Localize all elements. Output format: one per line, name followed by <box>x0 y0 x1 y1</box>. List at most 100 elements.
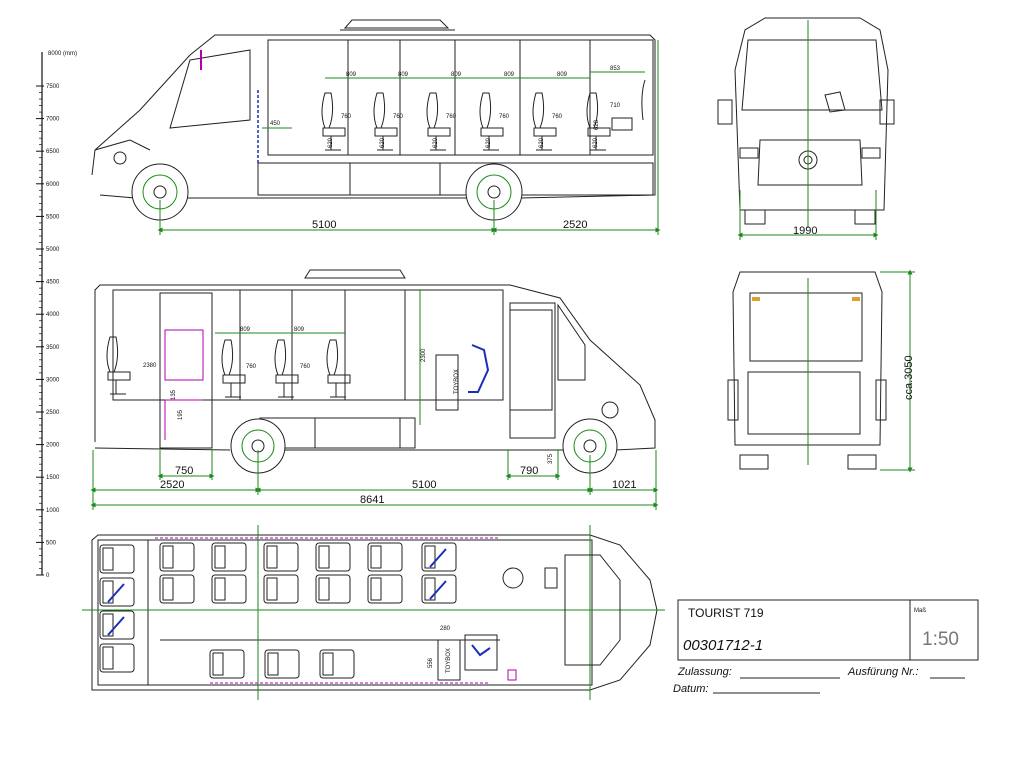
dim-450: 450 <box>270 121 281 127</box>
plan-seat <box>264 649 300 679</box>
tb-date-label: Datum: <box>673 683 708 695</box>
scale-tick-label: 3500 <box>46 345 60 351</box>
seat-base <box>107 371 131 395</box>
seat <box>106 336 119 373</box>
dim-2300: 2300 <box>421 348 427 362</box>
seat-base <box>533 127 557 151</box>
seat <box>221 339 234 376</box>
tb-model: TOURIST 719 <box>688 606 764 620</box>
dim-195: 195 <box>178 409 184 420</box>
plan-seat <box>315 574 351 604</box>
scale-tick-label: 2500 <box>46 410 60 416</box>
dim-556: 556 <box>428 657 434 668</box>
dim-375: 375 <box>548 453 554 464</box>
seat-depth-label: 760 <box>393 114 404 120</box>
scale-tick-label: 7500 <box>46 84 60 90</box>
scale-tick-label: 1500 <box>46 475 60 481</box>
dim-5100-bottom: 5100 <box>412 479 436 491</box>
dim-8641: 8641 <box>360 494 384 506</box>
wheel-front <box>131 163 189 221</box>
seat-rear-back <box>641 79 646 121</box>
dim-1021: 1021 <box>612 479 636 491</box>
seat-base <box>222 374 246 398</box>
dim-628: 628 <box>594 119 600 130</box>
plan-seat <box>99 577 135 607</box>
seat-depth-label: 760 <box>246 364 257 370</box>
plan-seat-back <box>318 545 330 569</box>
seat-belt-icon <box>107 616 125 636</box>
scale-tick-label: 4000 <box>46 312 60 318</box>
dim-750: 750 <box>175 465 193 477</box>
scale-tick-label: 0 <box>46 573 50 579</box>
scale-tick-label: 7000 <box>46 117 60 123</box>
seat-pitch-label: 809 <box>557 72 568 78</box>
seat-rear <box>611 117 633 131</box>
seat-base <box>374 127 398 151</box>
dim-135: 135 <box>171 389 177 400</box>
front-view <box>717 17 895 240</box>
dim-2520-bottom: 2520 <box>160 479 184 491</box>
plan-view <box>82 525 665 700</box>
seat-pitch-label: 809 <box>346 72 357 78</box>
seat-base <box>275 374 299 398</box>
dim-2380: 2380 <box>143 363 157 369</box>
seat-base <box>480 127 504 151</box>
dim-853: 853 <box>610 66 621 72</box>
dims-side-left: 2520 5100 1021 8641 750 790 2300 2380 13… <box>90 327 659 510</box>
dim-5100-top: 5100 <box>312 219 336 231</box>
scale-tick-label: 5500 <box>46 214 60 220</box>
dim-2520-top: 2520 <box>563 219 587 231</box>
plan-unit-label: TOYBOX <box>446 648 452 673</box>
scale-tick-label: 4500 <box>46 280 60 286</box>
plan-seat-back <box>102 613 114 637</box>
plan-seat <box>319 649 355 679</box>
scale-tick-label: 2000 <box>46 443 60 449</box>
seat-belt-icon <box>107 583 125 603</box>
plan-seat-back <box>266 545 278 569</box>
scale-tick-label: 1000 <box>46 508 60 514</box>
scale-tick-label: 500 <box>46 540 57 546</box>
seat <box>586 92 599 129</box>
scale-tick-label: 3000 <box>46 377 60 383</box>
plan-seat-back <box>162 577 174 601</box>
plan-seat <box>367 574 403 604</box>
seat <box>479 92 492 129</box>
seat-height-label: 620 <box>380 137 386 148</box>
side-view-right <box>91 19 656 221</box>
plan-seat <box>99 544 135 574</box>
seat-base <box>587 127 611 151</box>
seat-depth-label: 760 <box>446 114 457 120</box>
seat-height-label: 620 <box>539 137 545 148</box>
plan-seat-back <box>322 652 334 676</box>
seat-height-label: 620 <box>593 137 599 148</box>
plan-seat <box>315 542 351 572</box>
seat-pitch-label: 809 <box>294 327 305 333</box>
seat <box>426 92 439 129</box>
seat-depth-label: 760 <box>341 114 352 120</box>
plan-seat-back <box>214 577 226 601</box>
seat-height-label: 620 <box>433 137 439 148</box>
tb-scale-heading: Maß <box>914 608 926 614</box>
plan-seat-back <box>102 547 114 571</box>
seat-base <box>322 127 346 151</box>
plan-seat-back <box>424 577 436 601</box>
dim-1990: 1990 <box>793 225 817 237</box>
scale-tick-label: 6500 <box>46 149 60 155</box>
plan-seat <box>421 574 457 604</box>
seat-belt-icon <box>429 548 447 568</box>
seat-pitch-label: 809 <box>504 72 515 78</box>
plan-seat-back <box>424 545 436 569</box>
plan-seat-back <box>370 545 382 569</box>
plan-seat <box>211 542 247 572</box>
plan-seat <box>421 542 457 572</box>
seat <box>321 92 334 129</box>
plan-seat-back <box>162 545 174 569</box>
seat-pitch-label: 809 <box>240 327 251 333</box>
scale-tick-label: 5000 <box>46 247 60 253</box>
seat-depth-label: 760 <box>499 114 510 120</box>
seat <box>326 339 339 376</box>
seat-depth-label: 760 <box>552 114 563 120</box>
seat-depth-label: 760 <box>300 364 311 370</box>
tb-approval-label: Zulassung: <box>677 666 732 678</box>
